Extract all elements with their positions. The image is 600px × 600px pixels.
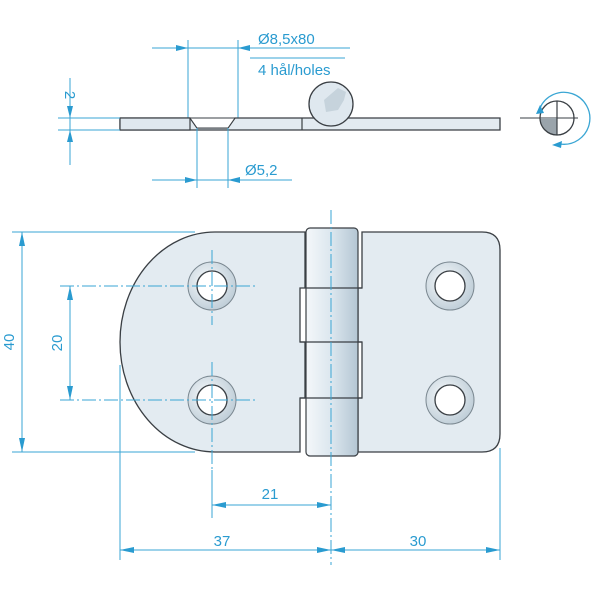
holes-label: 4 hål/holes [258,62,331,79]
countersink-label: Ø8,5x80 [258,31,315,48]
left-leaf-label: 37 [214,533,231,550]
height-label: 40 [1,334,18,351]
top-view: 40 20 21 37 30 [1,210,501,565]
hole-offset-label: 21 [262,486,279,503]
right-leaf-label: 30 [410,533,427,550]
rotation-direction-icon [520,91,591,148]
hole-spacing-label: 20 [49,335,66,352]
hole-bottom-right [425,375,475,425]
thickness-label: 2 [61,91,78,99]
hole-top-right [425,261,475,311]
side-view: Ø8,5x80 4 hål/holes 2 Ø5,2 [58,31,501,188]
hole-bottom-left [187,375,237,425]
hole-diameter-label: Ø5,2 [245,162,278,179]
